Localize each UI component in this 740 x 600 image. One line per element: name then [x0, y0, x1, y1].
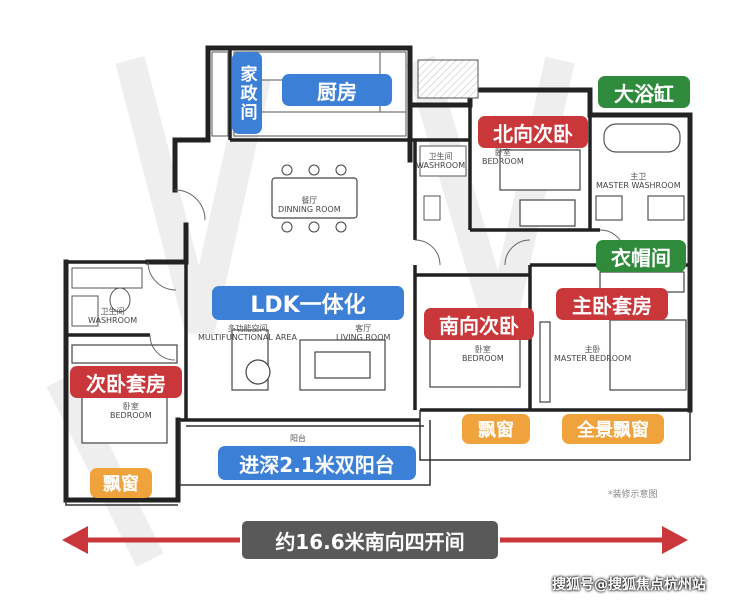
outer-walls [63, 45, 693, 503]
tag-kitchen: 厨房 [282, 74, 392, 106]
dining-table-drawing [271, 164, 358, 233]
illustration-note: *装修示意图 [608, 490, 658, 500]
master-washroom-fixtures [595, 123, 685, 221]
tag-south-bedroom: 南向次卧 [424, 308, 534, 340]
interior-walls [66, 48, 690, 422]
tag-north-bedroom: 北向次卧 [478, 116, 588, 148]
width-arrow [62, 526, 688, 554]
tag-cloakroom: 衣帽间 [596, 240, 686, 272]
room-label-balcony: 阳台 [290, 434, 306, 443]
tag-master-suite: 主卧套房 [556, 288, 668, 320]
tag-ldk: LDK一体化 [212, 286, 404, 320]
tag-bay-window-south: 飘窗 [462, 414, 530, 444]
service-balcony [417, 59, 479, 99]
living-room-furniture [231, 329, 386, 391]
tag-jiazheng: 家政间 [232, 52, 262, 134]
north-washroom-fixtures [419, 145, 467, 221]
tag-panoramic-bay-window: 全景飘窗 [562, 414, 664, 444]
tag-bathtub: 大浴缸 [598, 76, 690, 108]
tag-bay-window-west: 飘窗 [90, 468, 152, 498]
master-bedroom-furniture [539, 271, 687, 403]
watermark-text: 搜狐号@搜狐焦点杭州站 [552, 577, 706, 593]
balcony-outline [65, 410, 691, 506]
south-bedroom-bed [429, 334, 521, 388]
width-label: 约16.6米南向四开间 [242, 521, 498, 559]
north-bedroom-bed [499, 149, 581, 227]
west-washroom-fixtures [71, 267, 143, 327]
tag-secondary-suite: 次卧套房 [70, 366, 182, 398]
tag-balcony: 进深2.1米双阳台 [218, 446, 416, 480]
